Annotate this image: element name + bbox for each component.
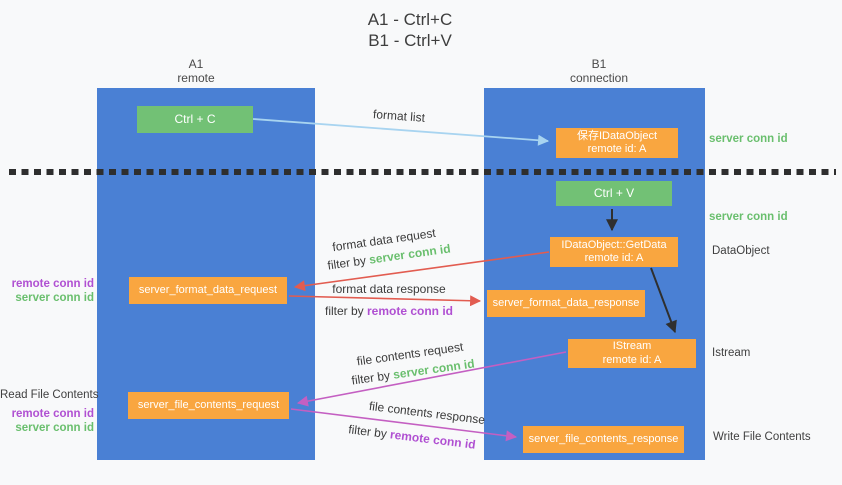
column-a1-name: A1: [188, 57, 204, 71]
node-ctrl-v-label: Ctrl + V: [593, 185, 635, 200]
annotation-dataobject: DataObject: [712, 245, 770, 257]
node-file-request-label: server_file_contents_request: [137, 398, 280, 411]
annotation-read-file-contents: Read File Contents: [0, 389, 99, 401]
node-istream: IStream remote id: A: [568, 339, 696, 368]
node-idataobject-getdata: IDataObject::GetData remote id: A: [550, 237, 678, 267]
title-line-2: B1 - Ctrl+V: [368, 31, 452, 50]
node-save-line1: 保存IDataObject: [576, 129, 658, 142]
node-save-line2: remote id: A: [587, 143, 647, 155]
annotation-remote-conn-id-left-1: remote conn id: [11, 278, 94, 290]
node-server-format-data-response: server_format_data_response: [487, 290, 645, 317]
node-format-request-label: server_format_data_request: [138, 283, 278, 296]
edge-label-format-data-response: format data response: [332, 282, 446, 296]
annotation-server-conn-id-left-1: server conn id: [15, 292, 94, 304]
node-server-format-data-request: server_format_data_request: [129, 277, 287, 304]
node-getdata-line1: IDataObject::GetData: [561, 238, 667, 251]
node-server-file-contents-request: server_file_contents_request: [128, 392, 289, 419]
node-ctrl-c-label: Ctrl + C: [174, 111, 216, 126]
filter-by-text: filter by: [324, 304, 367, 318]
node-server-file-contents-response: server_file_contents_response: [523, 426, 684, 453]
node-getdata-line2: remote id: A: [584, 252, 644, 264]
remote-conn-id-key: remote conn id: [367, 304, 454, 318]
arrow-format-data-response: [288, 295, 482, 307]
column-b1-role: connection: [569, 71, 629, 85]
title-line-1: A1 - Ctrl+C: [367, 10, 453, 29]
column-a1-role: remote: [177, 71, 215, 85]
column-header-a1: A1 remote: [136, 57, 256, 85]
node-save-idataobject: 保存IDataObject remote id: A: [556, 128, 678, 158]
node-istream-line2: remote id: A: [602, 353, 662, 366]
remote-conn-id-key: remote conn id: [389, 427, 477, 452]
edge-filter-file-response: filter by remote conn id: [348, 422, 477, 451]
annotation-server-conn-id-top: server conn id: [709, 133, 788, 145]
edge-label-file-contents-response: file contents response: [368, 398, 486, 428]
diagram-title: A1 - Ctrl+C B1 - Ctrl+V: [0, 9, 820, 51]
filter-by-text: filter by: [326, 252, 371, 273]
annotation-write-file-contents: Write File Contents: [713, 431, 811, 443]
node-format-response-label: server_format_data_response: [492, 296, 640, 309]
node-ctrl-c: Ctrl + C: [137, 106, 253, 133]
annotation-server-conn-id-mid: server conn id: [709, 211, 788, 223]
node-ctrl-v: Ctrl + V: [556, 181, 672, 206]
node-file-response-label: server_file_contents_response: [528, 432, 679, 445]
edge-label-format-list: format list: [372, 107, 426, 125]
column-b1-name: B1: [591, 57, 607, 71]
column-header-b1: B1 connection: [539, 57, 659, 85]
filter-by-text: filter by: [347, 422, 392, 442]
annotation-server-conn-id-left-2: server conn id: [15, 422, 94, 434]
annotation-remote-conn-id-left-2: remote conn id: [11, 408, 94, 420]
node-istream-line1: IStream: [612, 340, 652, 352]
filter-by-text: filter by: [350, 367, 395, 388]
edge-filter-format-response: filter by remote conn id: [325, 304, 453, 318]
annotation-istream: Istream: [712, 347, 751, 359]
